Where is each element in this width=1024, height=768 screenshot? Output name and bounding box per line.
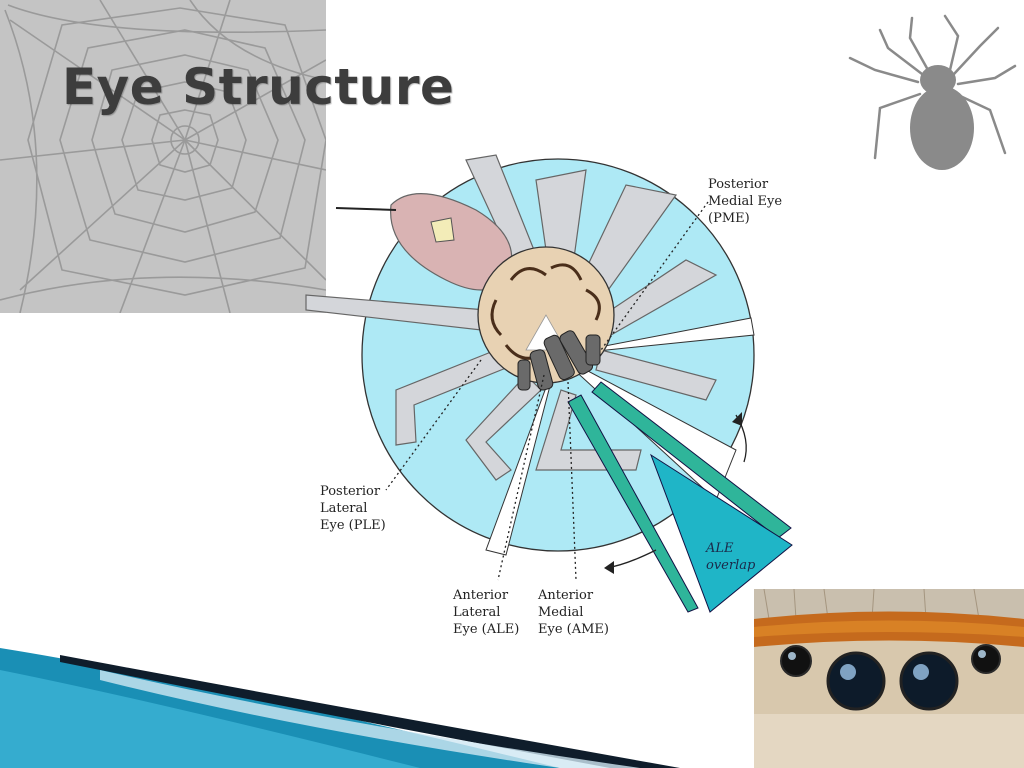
- ale-overlap-label: ALE overlap: [706, 541, 756, 573]
- spider-silhouette-icon: [848, 14, 1017, 170]
- page-title: Eye Structure: [62, 58, 455, 116]
- ame-label: Anterior Medial Eye (AME): [538, 588, 609, 637]
- ale-overlap-wedge: [650, 453, 793, 613]
- jumping-spider-eyes-photo: [754, 589, 1024, 768]
- spider-eyes-icon: [754, 589, 1024, 768]
- pme-label: Posterior Medial Eye (PME): [708, 177, 783, 226]
- corner-swoosh-decoration: [0, 648, 680, 768]
- spider-web-image: [0, 0, 326, 313]
- ale-label: Anterior Lateral Eye (ALE): [453, 588, 520, 637]
- spider-web-icon: [0, 0, 326, 313]
- eye-structure-diagram: [305, 154, 793, 613]
- ple-label: Posterior Lateral Eye (PLE): [320, 484, 386, 533]
